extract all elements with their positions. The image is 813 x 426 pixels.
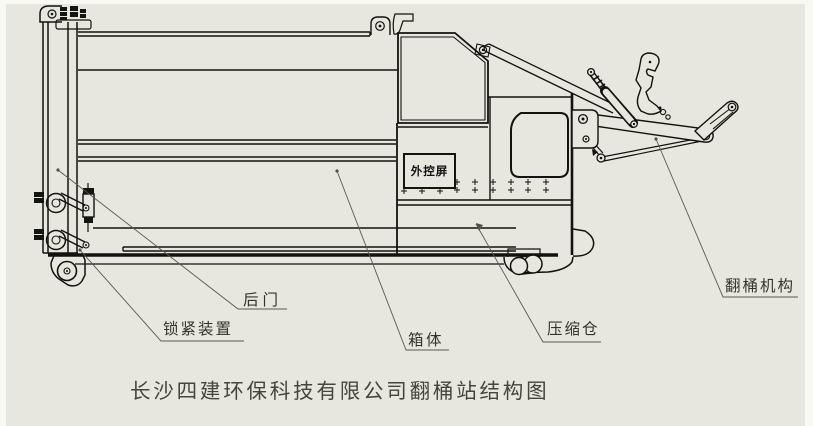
top-margin-strip (0, 0, 813, 4)
callout-label-bin-tipping-mechanism: 翻桶机构 (725, 278, 796, 295)
callout-label-rear-door: 后门 (243, 292, 283, 309)
callout-label-box-body: 箱体 (408, 332, 445, 349)
bin-tipping-mechanism-drawing (483, 43, 739, 163)
box-body-drawing (48, 31, 558, 265)
left-margin-strip (0, 0, 6, 426)
control-panel-label: 外控屏 (410, 166, 449, 178)
locking-device-drawing (34, 183, 95, 251)
skid-roller-drawing (503, 228, 595, 276)
control-panel-label-box: 外控屏 (403, 153, 456, 189)
callout-label-compression-chamber: 压缩仓 (547, 321, 600, 338)
right-margin-strip (805, 0, 813, 426)
callout-leader-lines (56, 137, 798, 351)
callout-label-locking-device: 锁紧装置 (163, 321, 234, 338)
drawing-title: 长沙四建环保科技有限公司翻桶站结构图 (130, 381, 550, 403)
rear-door-drawing (39, 5, 92, 254)
door-wheel-drawing (50, 252, 86, 287)
compression-chamber-drawing (370, 13, 574, 255)
